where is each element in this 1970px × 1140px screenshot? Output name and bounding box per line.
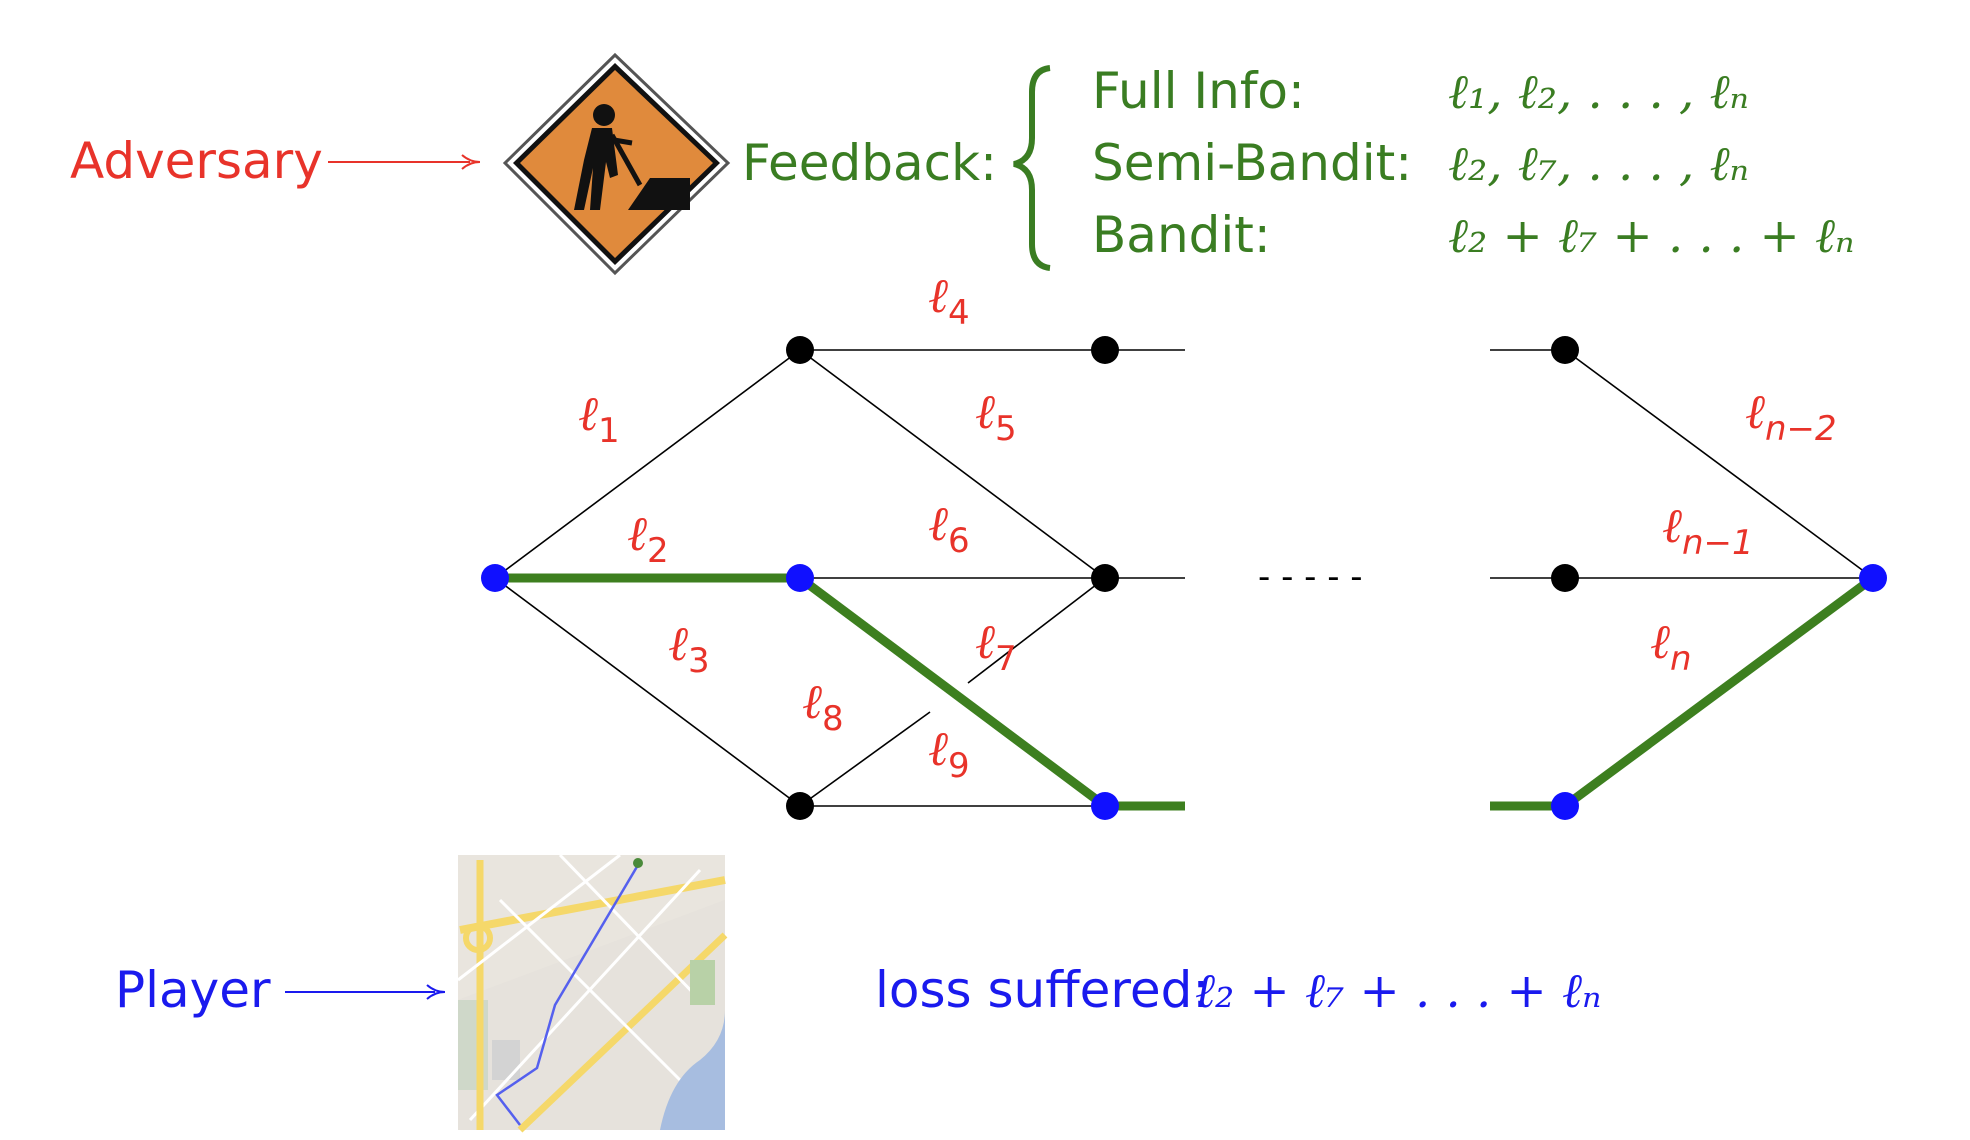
chosen-path — [495, 573, 1876, 811]
feedback-label: Feedback: — [742, 134, 997, 192]
edge-label-l2: ℓ2 — [627, 506, 669, 571]
feedback-semi-bandit-expr: ℓ₂, ℓ₇, . . . , ℓₙ — [1448, 136, 1749, 192]
edge-labels: ℓ1 ℓ2 ℓ3 ℓ4 ℓ5 ℓ6 ℓ7 ℓ8 ℓ9 ℓn−2 ℓn−1 ℓn — [578, 268, 1837, 786]
edge-l1 — [494, 349, 801, 579]
node — [1551, 564, 1579, 592]
node — [1551, 336, 1579, 364]
player-arrow — [285, 984, 446, 1000]
graph-nodes — [481, 336, 1887, 820]
node-path — [1551, 792, 1579, 820]
feedback-semi-bandit-label: Semi-Bandit: — [1092, 134, 1412, 192]
edge-label-l5: ℓ5 — [975, 384, 1017, 449]
player-label: Player — [115, 961, 271, 1019]
graph-edges — [494, 349, 1874, 807]
construction-worker-sign-icon — [502, 52, 731, 276]
edge-l7-upper — [967, 577, 1106, 684]
node — [1091, 336, 1119, 364]
edge-label-l4: ℓ4 — [928, 268, 970, 333]
feedback-bandit-expr: ℓ₂ + ℓ₇ + . . . + ℓₙ — [1448, 208, 1854, 264]
map-route-icon — [457, 853, 728, 1133]
loss-label: loss suffered: — [875, 961, 1209, 1019]
edge-label-ln1: ℓn−1 — [1662, 498, 1754, 563]
feedback-bandit-label: Bandit: — [1092, 206, 1271, 264]
edge-label-l9: ℓ9 — [928, 721, 970, 786]
edge-ln2 — [1564, 349, 1874, 579]
feedback-full-info-label: Full Info: — [1092, 62, 1305, 120]
edge-l8 — [799, 711, 931, 807]
edge-label-l8: ℓ8 — [802, 674, 844, 739]
feedback-full-info-expr: ℓ₁, ℓ₂, . . . , ℓₙ — [1448, 64, 1749, 120]
node — [1091, 564, 1119, 592]
node-source — [481, 564, 509, 592]
node — [786, 792, 814, 820]
node-sink — [1859, 564, 1887, 592]
edge-l3 — [494, 577, 801, 807]
node — [786, 336, 814, 364]
edge-label-l7: ℓ7 — [975, 614, 1017, 679]
loss-expr: ℓ₂ + ℓ₇ + . . . + ℓₙ — [1195, 963, 1601, 1019]
edge-label-l6: ℓ6 — [928, 496, 970, 561]
edge-label-ln: ℓn — [1650, 614, 1692, 679]
adversary-arrow — [328, 154, 481, 170]
adversary-label: Adversary — [70, 132, 323, 190]
node-path — [786, 564, 814, 592]
edge-l5 — [799, 349, 1106, 579]
edge-label-l1: ℓ1 — [578, 386, 620, 451]
feedback-brace — [1013, 65, 1051, 271]
node-path — [1091, 792, 1119, 820]
graph-ellipsis: - - - - - — [1258, 557, 1363, 597]
edge-label-l3: ℓ3 — [668, 616, 710, 681]
edge-label-ln2: ℓn−2 — [1745, 384, 1837, 449]
